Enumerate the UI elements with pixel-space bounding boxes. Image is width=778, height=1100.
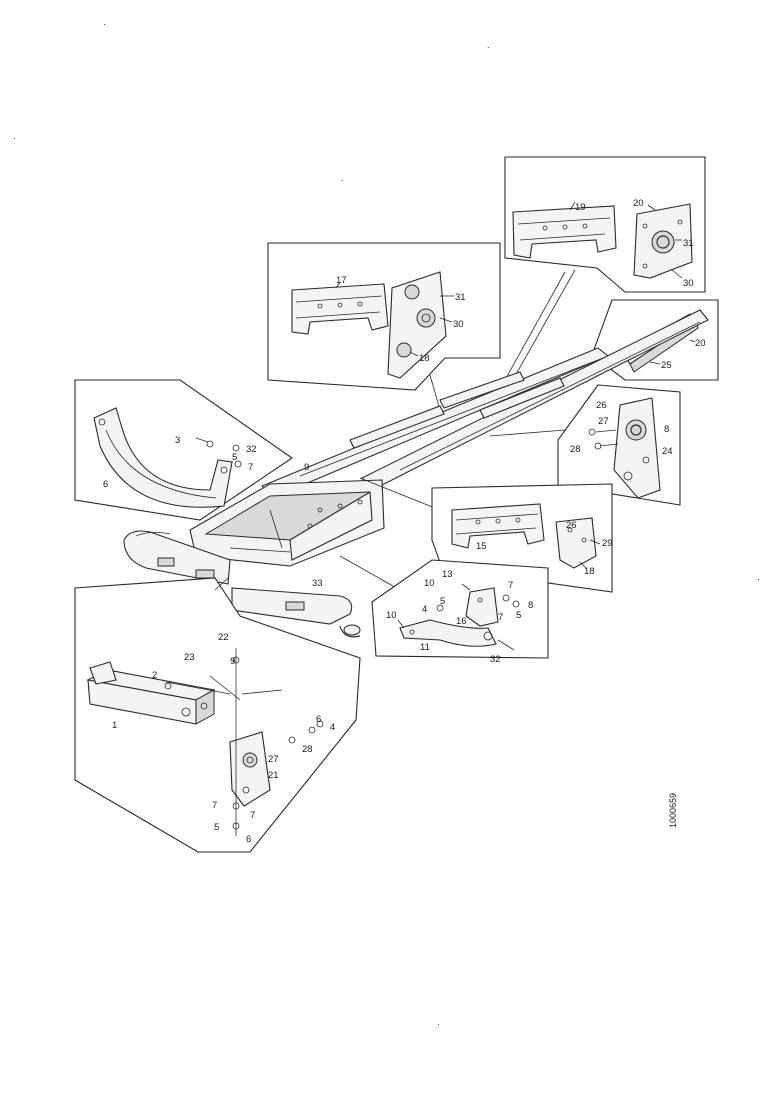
callout-29: 29: [602, 538, 613, 549]
leader-line: [489, 429, 566, 437]
callout-8: 8: [528, 600, 533, 611]
page-mark: ·: [13, 133, 16, 143]
callout-7: 7: [508, 580, 513, 591]
callout-20: 20: [695, 338, 706, 349]
callout-7: 7: [498, 612, 503, 623]
part-17-channel: [291, 283, 389, 335]
callout-23: 23: [184, 652, 195, 663]
panel-top-right: 19 20 31 30: [504, 156, 706, 293]
callout-7: 7: [250, 810, 255, 821]
callout-3: 3: [175, 435, 180, 446]
callout-9: 9: [230, 656, 235, 667]
part-24-bracket: [613, 397, 661, 499]
callout-6: 6: [316, 714, 321, 725]
callout-19: 19: [575, 202, 586, 213]
callout-17: 17: [336, 275, 347, 286]
part-5-wheel-arch: [93, 407, 233, 508]
callout-11: 11: [420, 642, 430, 653]
part-29-angle-bracket: [555, 517, 597, 569]
callout-10: 10: [424, 578, 435, 589]
reference-number: 1000659: [668, 793, 678, 828]
callout-30: 30: [453, 319, 464, 330]
callout-26: 26: [596, 400, 607, 411]
callout-10: 10: [386, 610, 397, 621]
leader-line: [504, 271, 566, 381]
panel-left-wheel-arch: 3 32 5 7 6: [74, 379, 293, 521]
callout-4: 4: [422, 604, 427, 615]
callout-7: 7: [212, 800, 217, 811]
callout-28: 28: [302, 744, 313, 755]
callout-24: 24: [662, 446, 673, 457]
leader-line: [359, 477, 441, 511]
part-19-channel: [512, 205, 617, 259]
part-11-arm: [399, 619, 497, 647]
panel-middle-lower: 13 10 7 4 5 16 8 7 5 10 11 32: [371, 559, 549, 665]
callout-31: 31: [455, 292, 466, 303]
callout-27: 27: [598, 416, 609, 427]
callout-4: 4: [330, 722, 335, 733]
page-mark: .: [341, 173, 344, 183]
callout-26: 26: [566, 520, 577, 531]
part-20-plate: [633, 203, 693, 279]
callout-5: 5: [232, 452, 237, 463]
callout-6: 6: [103, 479, 108, 490]
panel-bottom-left: 22 23 9 2 1 6 4 28 27 21 7 7 5 6: [74, 577, 361, 853]
callout-16: 16: [456, 616, 467, 627]
leader-line: [429, 374, 441, 411]
callout-1: 1: [112, 720, 117, 731]
page-mark: ·: [103, 19, 106, 29]
leader-line: [339, 555, 401, 591]
part-16-bracket: [465, 587, 499, 627]
callout-8: 8: [664, 424, 669, 435]
part-21-bracket: [229, 731, 271, 807]
callout-18: 18: [419, 353, 430, 364]
callout-6: 6: [246, 834, 251, 845]
callout-5: 5: [214, 822, 219, 833]
page-mark: ·: [437, 1019, 440, 1029]
callout-28: 28: [570, 444, 581, 455]
callout-18: 18: [584, 566, 595, 577]
callout-30: 30: [683, 278, 694, 289]
callout-7: 7: [248, 462, 253, 473]
callout-15: 15: [476, 541, 487, 552]
main-frame-assembly: 9 33: [123, 309, 709, 638]
callout-27: 27: [268, 754, 279, 765]
part-1-beam: [86, 661, 216, 725]
callout-5: 5: [516, 610, 521, 621]
callout-22: 22: [218, 632, 229, 643]
part-15-channel: [451, 503, 545, 549]
panel-top-center: 17 31 30 18: [267, 242, 501, 391]
callout-13: 13: [442, 569, 453, 580]
callout-32: 32: [490, 654, 501, 665]
callout-20: 20: [633, 198, 644, 209]
part-18-plate: [387, 271, 447, 379]
callout-25: 25: [661, 360, 672, 371]
callout-5: 5: [440, 596, 445, 607]
leader-line: [509, 269, 576, 386]
callout-2: 2: [152, 670, 157, 681]
callout-33: 33: [312, 578, 323, 589]
callout-9: 9: [304, 462, 309, 473]
callout-32: 32: [246, 444, 257, 455]
page-mark: .: [487, 40, 490, 50]
page-mark: ·: [757, 574, 760, 584]
callout-31: 31: [683, 238, 694, 249]
callout-21: 21: [268, 770, 279, 781]
